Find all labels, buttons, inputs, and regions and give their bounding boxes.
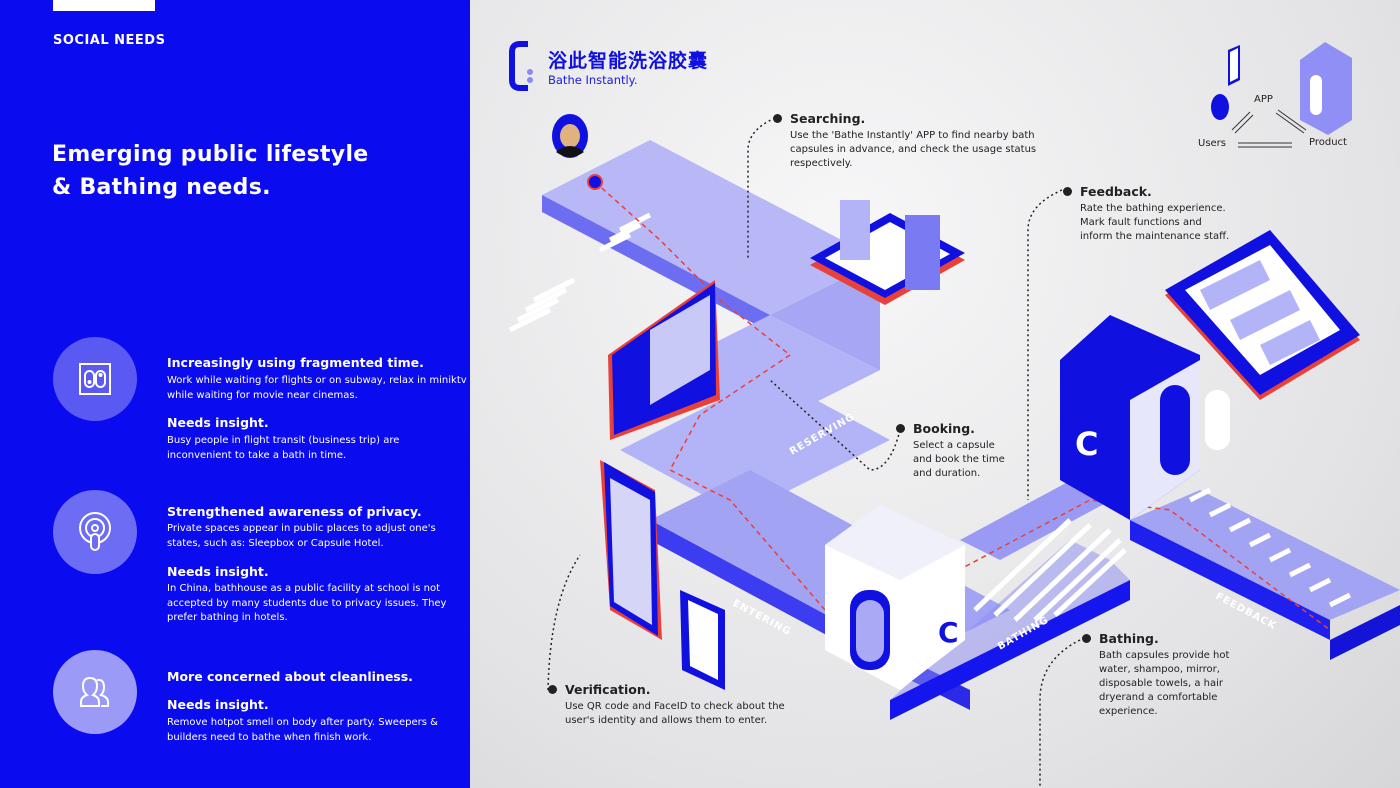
need-title: Increasingly using fragmented time.: [167, 355, 424, 370]
need-text: Private spaces appear in public places t…: [167, 523, 436, 549]
step-text: Rate the bathing experience. Mark fault …: [1080, 203, 1230, 242]
insight-text: In China, bathhouse as a public facility…: [167, 583, 447, 623]
svg-text:C: C: [1075, 425, 1098, 463]
switch-icon: [53, 337, 137, 421]
need-cleanliness: More concerned about cleanliness. Needs …: [53, 650, 453, 750]
isometric-scene: C C RESERVING ENTERING BATHING FEEDBACK: [508, 42, 1400, 788]
bullet-icon: [896, 424, 905, 433]
need-title: Strengthened awareness of privacy.: [167, 504, 422, 519]
step-text: Select a capsule and book the time and d…: [913, 440, 1005, 479]
bullet-icon: [1082, 634, 1091, 643]
journey-illustration: 浴此智能洗浴胶囊 Bathe Instantly. C C: [470, 0, 1400, 788]
need-title: More concerned about cleanliness.: [167, 669, 413, 684]
insight-text: Busy people in flight transit (business …: [167, 435, 400, 461]
headline-line-2: & Bathing needs.: [52, 175, 271, 200]
need-text: Work while waiting for flights or on sub…: [167, 375, 467, 401]
bullet-icon: [1063, 187, 1072, 196]
step-searching: Searching. Use the 'Bathe Instantly' APP…: [773, 111, 1040, 171]
step-title: Verification.: [565, 682, 651, 697]
step-title: Searching.: [790, 111, 866, 126]
svg-text:C: C: [938, 616, 959, 649]
step-title: Feedback.: [1080, 184, 1152, 199]
need-privacy: Strengthened awareness of privacy. Priva…: [53, 490, 453, 630]
city-map-tile: [810, 200, 965, 305]
feedback-phone: [1165, 230, 1360, 400]
insight-title: Needs insight.: [167, 415, 269, 430]
capsule-bathing: C: [1060, 315, 1230, 520]
step-title: Bathing.: [1099, 631, 1159, 646]
leader-lines: [547, 117, 1081, 788]
users-icon: [53, 650, 137, 734]
bathing-ramp-stripes: [973, 487, 1352, 622]
step-title: Booking.: [913, 421, 975, 436]
left-panel: SOCIAL NEEDS Emerging public lifestyle &…: [0, 0, 470, 788]
step-booking: Booking. Select a capsule and book the t…: [896, 421, 1013, 481]
bullet-icon: [548, 685, 557, 694]
step-verification: Verification. Use QR code and FaceID to …: [548, 682, 790, 728]
step-bathing: Bathing. Bath capsules provide hot water…: [1082, 631, 1239, 719]
ecosystem-diagram: [1211, 42, 1352, 148]
brand-logo-icon: [509, 41, 533, 91]
brand-name-cn: 浴此智能洗浴胶囊: [548, 50, 709, 72]
user-avatar: [552, 114, 588, 158]
insight-text: Remove hotpot smell on body after party.…: [167, 717, 438, 743]
bullet-icon: [773, 114, 782, 123]
step-text: Bath capsules provide hot water, shampoo…: [1099, 650, 1230, 717]
section-label: SOCIAL NEEDS: [53, 33, 166, 48]
brand-name-en: Bathe Instantly.: [548, 73, 638, 87]
crosswalk: [508, 212, 652, 333]
top-accent-bar: [53, 0, 155, 11]
start-point-marker: [587, 174, 603, 190]
privacy-icon: [53, 490, 137, 574]
reserving-phone: [608, 280, 720, 440]
eco-app-label: APP: [1254, 94, 1273, 105]
headline-line-1: Emerging public lifestyle: [52, 142, 369, 167]
verification-phone: [600, 460, 725, 690]
need-fragmented-time: Increasingly using fragmented time. Work…: [53, 337, 467, 467]
capsule-entering: C: [825, 505, 965, 690]
eco-users-label: Users: [1198, 138, 1227, 149]
insight-title: Needs insight.: [167, 697, 269, 712]
eco-product-label: Product: [1309, 137, 1347, 148]
insight-title: Needs insight.: [167, 564, 269, 579]
step-feedback: Feedback. Rate the bathing experience. M…: [1063, 184, 1230, 244]
headline: Emerging public lifestyle & Bathing need…: [52, 138, 369, 204]
step-text: Use QR code and FaceID to check about th…: [565, 701, 785, 726]
step-text: Use the 'Bathe Instantly' APP to find ne…: [790, 130, 1037, 169]
